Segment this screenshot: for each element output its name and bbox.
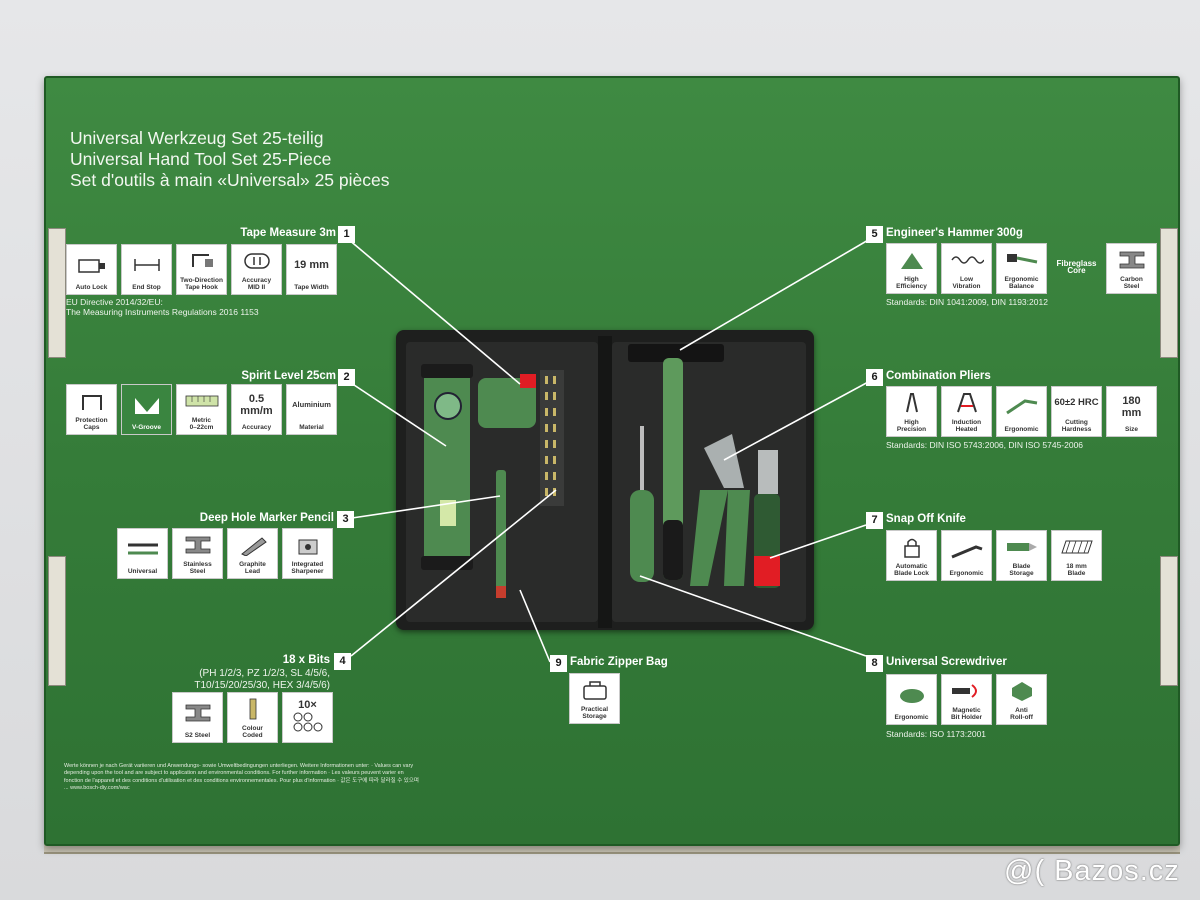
box-title-german: Universal Werkzeug Set 25-teilig <box>70 128 324 148</box>
spirit-level-heading: Spirit Level 25cm <box>241 370 336 382</box>
pliers-icon-row: High Precision Induction Heated Ergonomi… <box>886 386 1157 437</box>
colour-coded-icon: Colour Coded <box>227 692 278 743</box>
high-precision-icon: High Precision <box>886 386 937 437</box>
callout-number-5: 5 <box>866 226 883 243</box>
protection-caps-icon: Protection Caps <box>66 384 117 435</box>
induction-heated-icon: Induction Heated <box>941 386 992 437</box>
callout-number-6: 6 <box>866 369 883 386</box>
callout-number-9: 9 <box>550 655 567 672</box>
bits-row-shape <box>540 370 564 506</box>
two-direction-hook-icon: Two-Direction Tape Hook <box>176 244 227 295</box>
knife-shape <box>754 450 780 588</box>
screwdriver-standards: Standards: ISO 1173:2001 <box>886 729 987 739</box>
hammer-heading: Engineer's Hammer 300g <box>886 227 1023 239</box>
universal-icon: Universal <box>117 528 168 579</box>
pliers-heading: Combination Pliers <box>886 370 991 382</box>
tape-measure-directive: EU Directive 2014/32/EU: <box>66 297 163 307</box>
accuracy-mid-icon: Accuracy MID II <box>231 244 282 295</box>
tape-measure-regulation: The Measuring Instruments Regulations 20… <box>66 307 259 317</box>
ergonomic-grip-icon: Ergonomic <box>886 674 937 725</box>
carbon-steel-icon: Carbon Steel <box>1106 243 1157 294</box>
bazos-watermark: @( Bazos.cz <box>1004 855 1180 887</box>
graphite-lead-icon: Graphite Lead <box>227 528 278 579</box>
anti-roll-off-icon: Anti Roll-off <box>996 674 1047 725</box>
box-title-english: Universal Hand Tool Set 25-Piece <box>70 149 332 169</box>
tape-measure-shape <box>478 374 536 428</box>
blade-width-icon: 18 mm Blade <box>1051 530 1102 581</box>
pencil-heading: Deep Hole Marker Pencil <box>199 512 334 524</box>
bits-sizes-line-2: T10/15/20/25/30, HEX 3/4/5/6) <box>194 680 330 691</box>
box-side-tab <box>48 556 66 686</box>
pencil-shape <box>496 470 506 598</box>
metric-ruler-icon: Metric 0–22cm <box>176 384 227 435</box>
screwdriver-shape <box>630 426 654 582</box>
ergonomic-balance-icon: Ergonomic Balance <box>996 243 1047 294</box>
bag-zipper-spine <box>598 336 612 628</box>
knife-heading: Snap Off Knife <box>886 513 966 525</box>
tape-measure-heading: Tape Measure 3m <box>240 227 336 239</box>
blade-storage-icon: Blade Storage <box>996 530 1047 581</box>
callout-number-3: 3 <box>337 511 354 528</box>
callout-number-1: 1 <box>338 226 355 243</box>
spirit-level-icon-row: Protection Caps V-Groove Metric 0–22cm 0… <box>66 384 337 435</box>
bits-heading: 18 x Bits <box>282 654 330 666</box>
ergonomic-pliers-icon: Ergonomic <box>996 386 1047 437</box>
tape-measure-icon-row: Auto Lock End Stop Two-Direction Tape Ho… <box>66 244 337 295</box>
magnetic-bit-holder-icon: Magnetic Bit Holder <box>941 674 992 725</box>
callout-number-2: 2 <box>338 369 355 386</box>
bits-sizes-line-1: (PH 1/2/3, PZ 1/2/3, SL 4/5/6, <box>199 668 330 679</box>
practical-storage-icon: Practical Storage <box>569 673 620 724</box>
knife-icon-row: Automatic Blade Lock Ergonomic Blade Sto… <box>886 530 1102 581</box>
spirit-level-shape <box>421 364 473 570</box>
v-groove-icon: V-Groove <box>121 384 172 435</box>
fibreglass-core-icon: Fibreglass Core <box>1056 259 1097 275</box>
box-title-french: Set d'outils à main «Universal» 25 pièce… <box>70 170 390 190</box>
sharpener-icon: Integrated Sharpener <box>282 528 333 579</box>
ergonomic-knife-icon: Ergonomic <box>941 530 992 581</box>
box-side-tab <box>1160 228 1178 358</box>
pliers-shape <box>690 434 750 586</box>
hammer-standards: Standards: DIN 1041:2009, DIN 1193:2012 <box>886 297 1048 307</box>
callout-number-7: 7 <box>866 512 883 529</box>
screwdriver-icon-row: Ergonomic Magnetic Bit Holder Anti Roll-… <box>886 674 1047 725</box>
screwdriver-heading: Universal Screwdriver <box>886 656 1007 668</box>
hammer-icon-row: High Efficiency Low Vibration Ergonomic … <box>886 243 1157 294</box>
end-stop-icon: End Stop <box>121 244 172 295</box>
s2-steel-icon: S2 Steel <box>172 692 223 743</box>
box-side-tab <box>48 228 66 358</box>
disclaimer-text: Werte können je nach Gerät variieren und… <box>64 763 419 791</box>
bit-types-icon: 10× <box>282 692 333 743</box>
auto-lock-icon: Auto Lock <box>66 244 117 295</box>
bag-heading: Fabric Zipper Bag <box>570 656 668 668</box>
pliers-standards: Standards: DIN ISO 5743:2006, DIN ISO 57… <box>886 440 1084 450</box>
stainless-steel-icon: Stainless Steel <box>172 528 223 579</box>
pencil-icon-row: Universal Stainless Steel Graphite Lead … <box>117 528 333 579</box>
callout-number-8: 8 <box>866 655 883 672</box>
blade-lock-icon: Automatic Blade Lock <box>886 530 937 581</box>
high-efficiency-icon: High Efficiency <box>886 243 937 294</box>
bag-icon-row: Practical Storage <box>569 673 620 724</box>
box-side-tab <box>1160 556 1178 686</box>
low-vibration-icon: Low Vibration <box>941 243 992 294</box>
callout-number-4: 4 <box>334 653 351 670</box>
bits-icon-row: S2 Steel Colour Coded 10× <box>172 692 333 743</box>
